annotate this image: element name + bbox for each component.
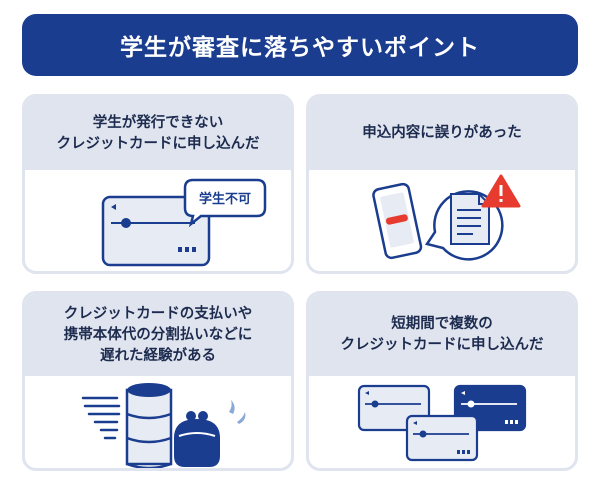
document-icon xyxy=(424,190,504,261)
card-heading: 学生が発行できない クレジットカードに申し込んだ xyxy=(25,97,291,170)
badge-label: 学生不可 xyxy=(199,191,251,207)
card-heading-line: クレジットカードの支払いや xyxy=(63,305,253,322)
card-heading: クレジットカードの支払いや 携帯本体代の分割払いなどに 遅れた経験がある xyxy=(25,294,291,376)
card-application-error: 申込内容に誤りがあった xyxy=(306,94,578,274)
title-banner: 学生が審査に落ちやすいポイント xyxy=(22,14,578,76)
speech-bubble-icon: 学生不可 xyxy=(183,178,267,228)
card-heading-line: 遅れた経験がある xyxy=(100,347,216,364)
coin-stack-icon xyxy=(125,383,173,468)
card-heading-line: 短期間で複数の xyxy=(391,316,493,332)
wallet-icon xyxy=(174,411,220,467)
card-heading-line: 携帯本体代の分割払いなどに xyxy=(63,326,253,343)
card-student-not-eligible: 学生が発行できない クレジットカードに申し込んだ 学生不可 xyxy=(22,94,294,274)
card-heading-line: 学生が発行できない xyxy=(92,114,224,131)
credit-card-student-badge-icon: 学生不可 xyxy=(25,170,291,271)
multiple-cards-icon xyxy=(309,376,575,468)
card-late-payment: クレジットカードの支払いや 携帯本体代の分割払いなどに 遅れた経験がある xyxy=(22,291,294,471)
wind-icon xyxy=(81,396,121,440)
smartphone-icon xyxy=(372,182,423,260)
card-heading-line: クレジットカードに申し込んだ xyxy=(56,135,260,152)
card-heading-line: 申込内容に誤りがあった xyxy=(362,125,522,141)
smartphone-document-warning-icon xyxy=(309,170,575,271)
card-heading-line: クレジットカードに申し込んだ xyxy=(340,337,544,353)
credit-card-icon xyxy=(405,414,479,462)
card-multiple-applications: 短期間で複数の クレジットカードに申し込んだ xyxy=(306,291,578,471)
sweat-drop-icon xyxy=(229,400,246,424)
warning-icon xyxy=(481,174,521,208)
page-title: 学生が審査に落ちやすいポイント xyxy=(120,35,480,61)
card-heading: 申込内容に誤りがあった xyxy=(309,97,575,170)
credit-card-icon xyxy=(101,195,211,267)
card-heading: 短期間で複数の クレジットカードに申し込んだ xyxy=(309,294,575,376)
coins-wallet-icon xyxy=(25,376,291,468)
